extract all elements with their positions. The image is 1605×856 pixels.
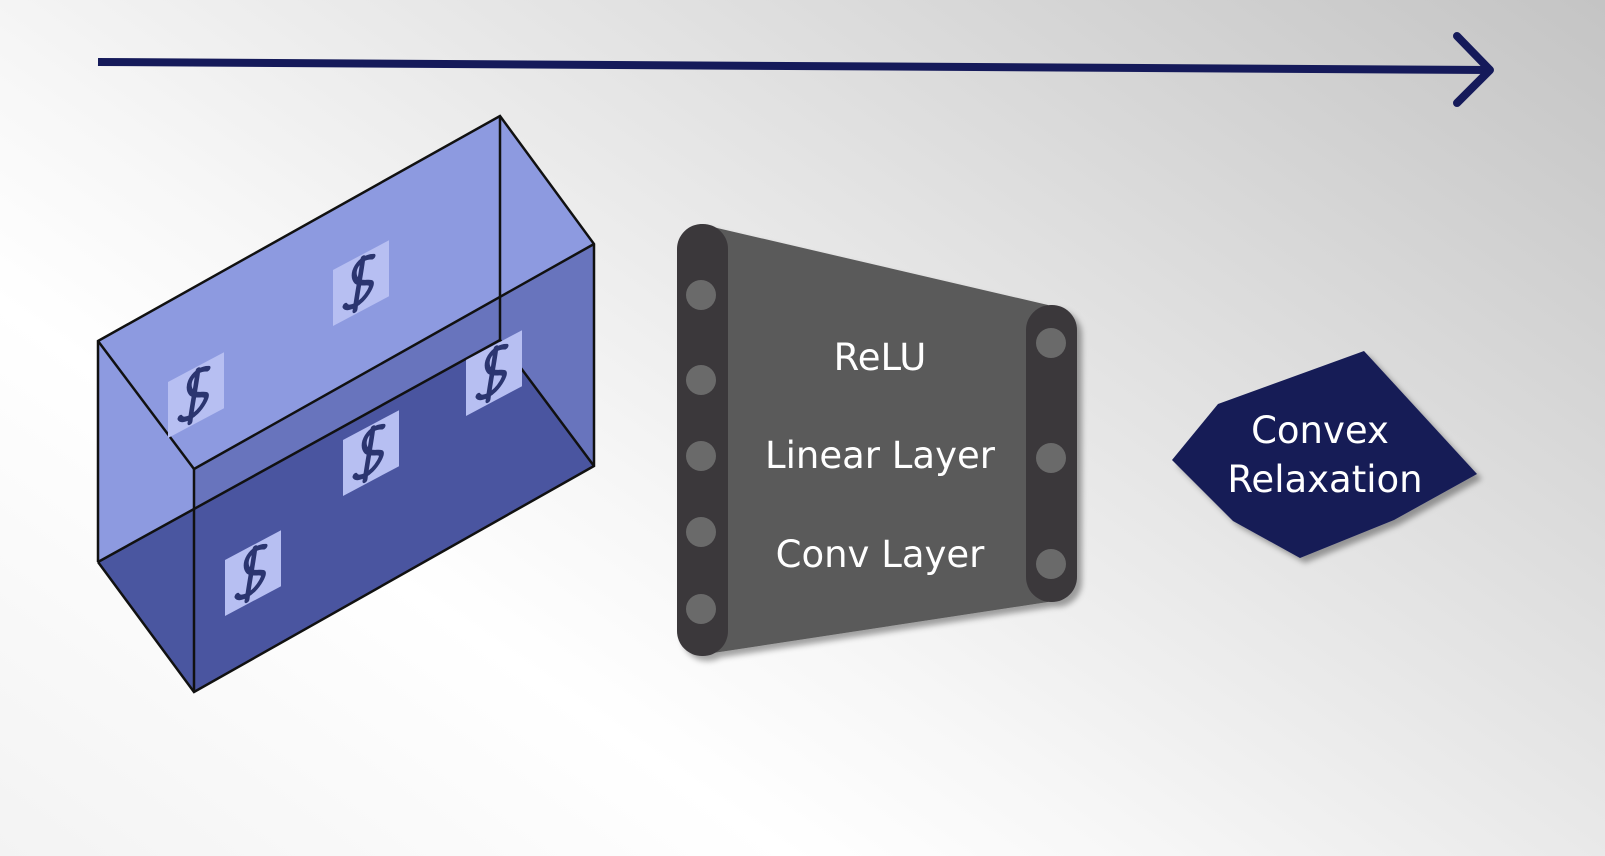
input-nodes — [686, 280, 716, 624]
relaxation-label-line1: Convex — [1251, 409, 1389, 452]
convex-relaxation-shape — [1172, 351, 1477, 558]
input-region-box-icon — [96, 114, 596, 694]
layer-label-linear: Linear Layer — [765, 434, 995, 477]
process-arrow-icon — [97, 32, 1494, 107]
relaxation-label-line2: Relaxation — [1227, 458, 1423, 501]
layer-label-conv: Conv Layer — [775, 533, 985, 576]
output-nodes — [1036, 328, 1066, 579]
layer-label-relu: ReLU — [833, 336, 927, 379]
